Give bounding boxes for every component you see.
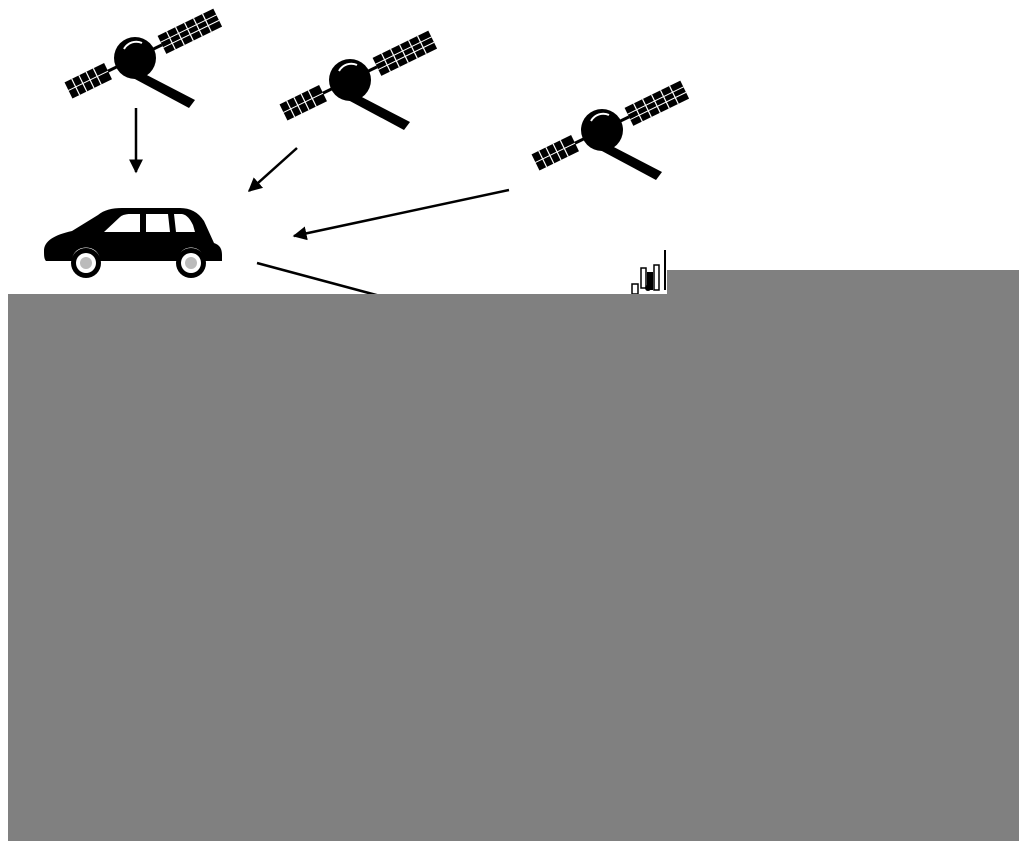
signal-arrow	[294, 190, 509, 236]
satellite-icon	[64, 9, 222, 108]
signal-arrow	[249, 148, 297, 191]
satellite-icon	[531, 81, 689, 180]
building-icon	[632, 250, 665, 294]
gray-overlay	[8, 294, 1019, 841]
gray-overlay	[667, 270, 1019, 296]
signal-line	[257, 263, 380, 296]
satellite-icon	[279, 31, 437, 130]
car-icon	[44, 208, 222, 278]
